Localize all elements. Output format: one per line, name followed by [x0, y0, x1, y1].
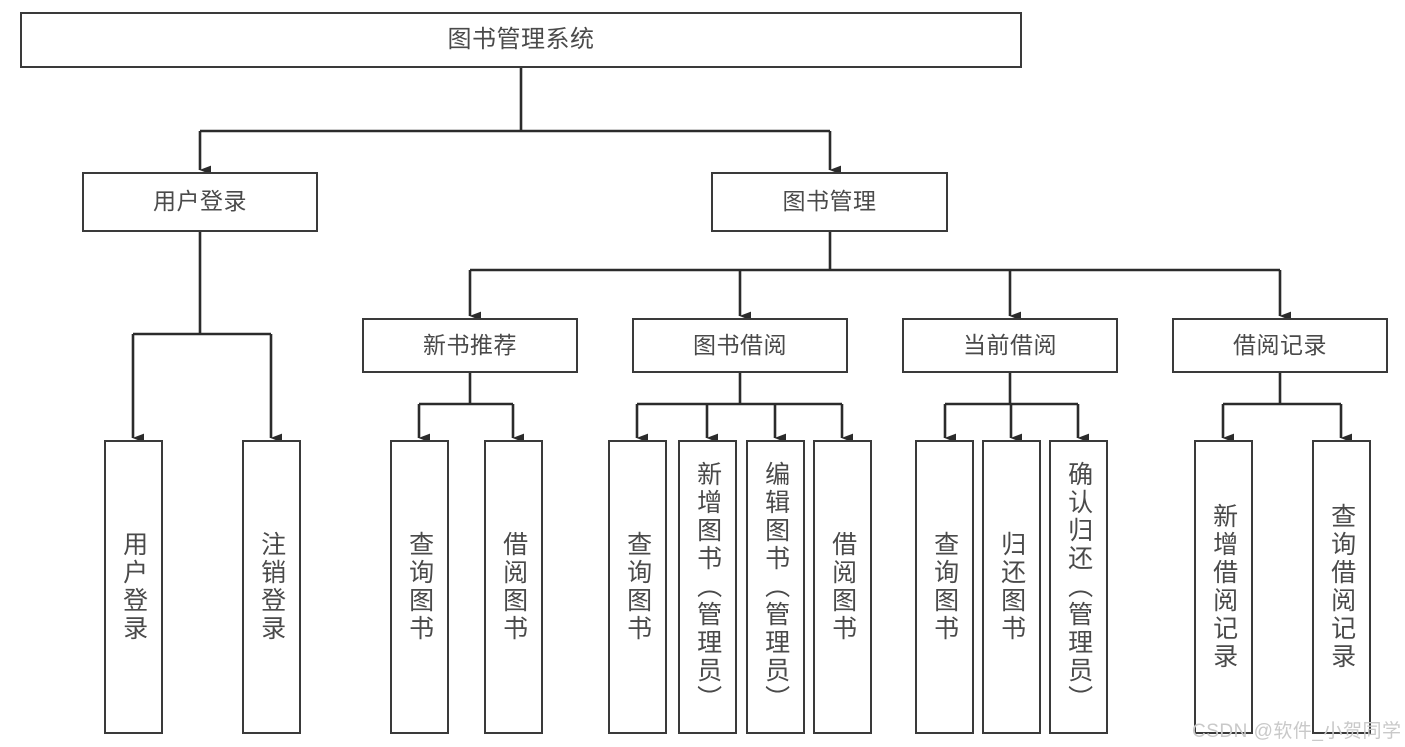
node-new-book-recommend[interactable]: 新书推荐	[362, 318, 578, 373]
node-label: 用户登录	[153, 188, 247, 215]
node-label: 图书管理	[782, 188, 877, 215]
leaf-book-borrow-edit[interactable]: 编辑图书（管理员）	[746, 440, 805, 734]
watermark-text: CSDN @软件_小贺同学	[1192, 721, 1402, 742]
node-label: 用户登录	[119, 531, 148, 643]
node-label: 查询图书	[930, 531, 959, 643]
leaf-book-borrow-add[interactable]: 新增图书（管理员）	[678, 440, 737, 734]
node-current-borrow[interactable]: 当前借阅	[902, 318, 1118, 373]
node-label: 归还图书	[997, 531, 1026, 643]
node-label: 新增图书（管理员）	[693, 461, 722, 713]
leaf-user-login-logout[interactable]: 注销登录	[242, 440, 301, 734]
node-label: 查询借阅记录	[1327, 503, 1356, 671]
node-root-system[interactable]: 图书管理系统	[20, 12, 1022, 68]
node-book-management[interactable]: 图书管理	[711, 172, 948, 232]
leaf-current-borrow-confirm-return[interactable]: 确认归还（管理员）	[1049, 440, 1108, 734]
node-book-borrow[interactable]: 图书借阅	[632, 318, 848, 373]
node-label: 新书推荐	[423, 331, 517, 358]
node-label: 确认归还（管理员）	[1064, 461, 1093, 713]
node-label: 查询图书	[405, 531, 434, 643]
leaf-user-login-login[interactable]: 用户登录	[104, 440, 163, 734]
leaf-book-borrow-borrow[interactable]: 借阅图书	[813, 440, 872, 734]
node-borrow-record[interactable]: 借阅记录	[1172, 318, 1388, 373]
node-label: 当前借阅	[963, 331, 1057, 358]
node-label: 借阅记录	[1233, 331, 1327, 358]
leaf-new-book-borrow[interactable]: 借阅图书	[484, 440, 543, 734]
node-label: 新增借阅记录	[1209, 503, 1238, 671]
leaf-current-borrow-return[interactable]: 归还图书	[982, 440, 1041, 734]
node-label: 图书管理系统	[447, 25, 595, 53]
node-label: 图书借阅	[693, 331, 787, 358]
leaf-borrow-record-add[interactable]: 新增借阅记录	[1194, 440, 1253, 734]
node-label: 编辑图书（管理员）	[761, 461, 790, 713]
csdn-watermark: CSDN @软件_小贺同学	[1192, 716, 1401, 743]
node-label: 借阅图书	[499, 531, 528, 643]
leaf-book-borrow-query[interactable]: 查询图书	[608, 440, 667, 734]
leaf-borrow-record-query[interactable]: 查询借阅记录	[1312, 440, 1371, 734]
leaf-current-borrow-query[interactable]: 查询图书	[915, 440, 974, 734]
node-label: 注销登录	[257, 531, 286, 643]
leaf-new-book-query[interactable]: 查询图书	[390, 440, 449, 734]
node-label: 查询图书	[623, 531, 652, 643]
node-label: 借阅图书	[828, 531, 857, 643]
node-user-login[interactable]: 用户登录	[82, 172, 318, 232]
